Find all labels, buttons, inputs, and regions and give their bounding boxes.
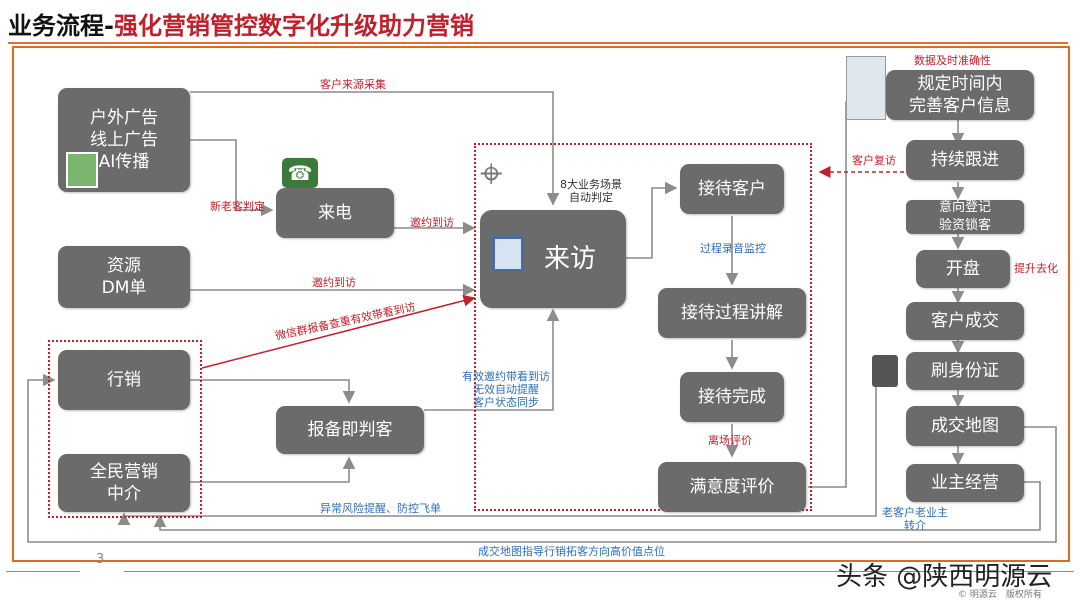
id-card-box: 刷身份证 — [906, 352, 1024, 390]
valid-invite-label: 有效邀约带看到访 无效自动提醒 客户状态同步 — [462, 370, 550, 409]
qr-code-icon — [66, 152, 98, 188]
door-icon — [492, 236, 524, 272]
title-main: 强化营销管控数字化升级助力营销 — [113, 12, 474, 40]
open-sale-box: 开盘 — [916, 250, 1010, 288]
owner-ops-box: 业主经营 — [906, 464, 1024, 502]
recording-label: 过程录音监控 — [700, 242, 766, 255]
deal-map-guide-label: 成交地图指导行销拓客方向高价值点位 — [478, 545, 665, 558]
report-judge-box: 报备即判客 — [276, 406, 424, 454]
satisfaction-box: 满意度评价 — [658, 462, 806, 512]
scenes-label: 8大业务场景 自动判定 — [560, 178, 622, 204]
outdoor-ads-box: 户外广告 线上广告 AI传播 — [58, 88, 190, 192]
diagram-frame — [12, 46, 1070, 562]
marketing-box: 行销 — [58, 350, 190, 410]
source-collect-label: 客户来源采集 — [320, 78, 386, 91]
all-people-marketing-box: 全民营销 中介 — [58, 454, 190, 512]
reception-done-box: 接待完成 — [680, 372, 784, 422]
deal-map-box: 成交地图 — [906, 406, 1024, 446]
camera-icon: ⌖ — [480, 151, 503, 197]
footer-rule-right — [124, 571, 1074, 572]
telephone-icon: ☎ — [282, 158, 318, 188]
accuracy-label: 数据及时准确性 — [914, 54, 991, 67]
visit-zone — [474, 143, 812, 511]
leave-eval-label: 离场评价 — [708, 434, 752, 447]
invite-visit-label-1: 邀约到访 — [410, 216, 454, 229]
complete-info-box: 规定时间内 完善客户信息 — [886, 70, 1034, 120]
intent-register-box: 意向登记 验资锁客 — [906, 200, 1024, 234]
explain-process-box: 接待过程讲解 — [658, 288, 806, 338]
title-divider — [8, 42, 1068, 44]
follow-up-box: 持续跟进 — [906, 140, 1024, 180]
uplift-label: 提升去化 — [1014, 262, 1058, 275]
invite-visit-label-2: 邀约到访 — [312, 276, 356, 289]
phone-screens-icon — [846, 56, 886, 120]
copyright-text: © 明源云 版权所有 — [958, 590, 1042, 600]
title-prefix: 业务流程- — [8, 12, 114, 40]
page-title: 业务流程-强化营销管控数字化升级助力营销 — [8, 6, 474, 40]
footer-rule-left — [6, 571, 80, 572]
page-number: 3 — [96, 552, 105, 567]
revisit-label: 客户复访 — [852, 154, 896, 167]
watermark-text: 头条 @陕西明源云 — [836, 562, 1053, 592]
channel-zone — [48, 340, 202, 518]
receive-customer-box: 接待客户 — [680, 164, 784, 214]
id-kiosk-icon — [872, 355, 898, 387]
new-old-judge-label: 新老客判定 — [210, 200, 265, 213]
resources-dm-box: 资源 DM单 — [58, 246, 190, 308]
risk-alert-label: 异常风险提醒、防控飞单 — [320, 502, 441, 515]
deal-box: 客户成交 — [906, 302, 1024, 340]
old-owner-label: 老客户老业主 转介 — [882, 506, 948, 532]
incoming-call-box: 来电 — [276, 188, 394, 238]
